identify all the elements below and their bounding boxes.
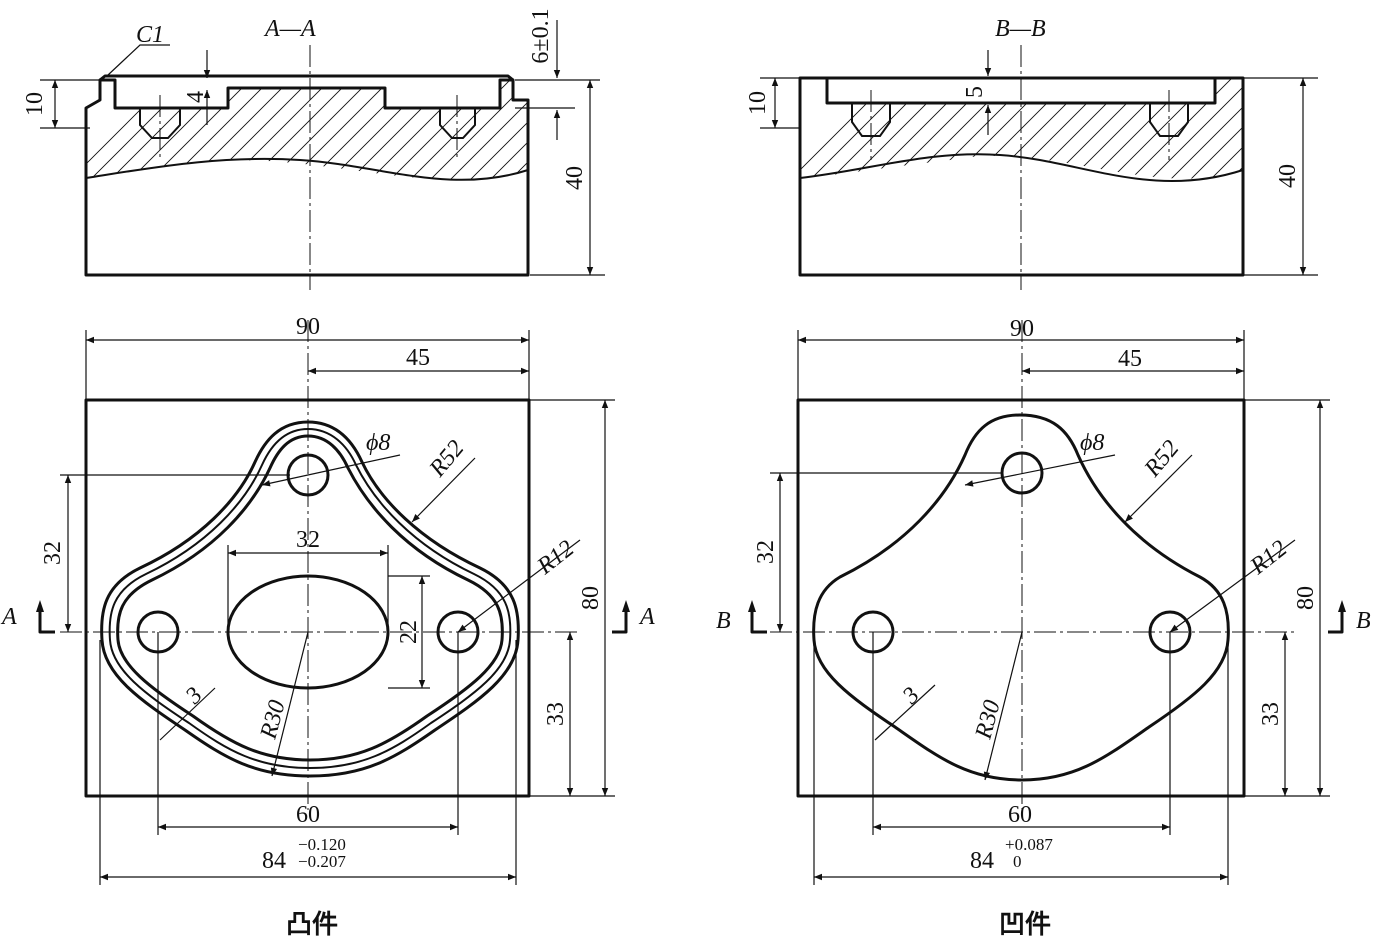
profile-inner-punch xyxy=(116,434,504,762)
mark-b-right: B xyxy=(1356,608,1371,634)
arrowhead xyxy=(622,600,630,612)
dim-phi8-punch: ϕ8 xyxy=(366,430,390,456)
top-flange-a xyxy=(99,74,514,82)
dim-90-die: 90 xyxy=(1010,316,1034,342)
dim-32-top-punch: 32 xyxy=(296,527,320,553)
dim-r12-die: R12 xyxy=(1245,535,1292,580)
tol-lower-die: 0 xyxy=(1013,852,1022,871)
arrowhead xyxy=(1338,600,1346,612)
dim-r30-punch: R30 xyxy=(255,697,290,742)
tol-upper-punch: −0.120 xyxy=(298,835,346,854)
section-a-a: A—A C1 10 4 6±0.1 40 xyxy=(22,8,605,290)
dim-line xyxy=(261,454,401,487)
caption-die: 凹件 xyxy=(999,910,1051,939)
break-line-b xyxy=(799,153,1244,182)
section-mark-left-die xyxy=(750,605,767,634)
pocket-b xyxy=(825,78,1217,105)
dim-line xyxy=(1169,539,1296,633)
dim-90-punch: 90 xyxy=(296,314,320,340)
dim-line xyxy=(159,687,216,741)
dim-84-die: 84 xyxy=(970,848,994,874)
caption-punch: 凸件 xyxy=(286,910,338,939)
dim-32-v-die: 32 xyxy=(753,540,779,564)
dim-45-punch: 45 xyxy=(406,345,430,371)
dim-line xyxy=(983,631,1023,781)
mark-b-left: B xyxy=(716,608,731,634)
outline-plan-die xyxy=(796,398,1246,798)
dim-line xyxy=(1124,454,1193,523)
dim-32-v-punch: 32 xyxy=(40,541,66,565)
label-c1: C1 xyxy=(136,22,164,48)
arrowhead xyxy=(36,600,44,612)
dim-33-punch: 33 xyxy=(543,702,569,726)
dim-33-die: 33 xyxy=(1258,702,1284,726)
tol-upper-die: +0.087 xyxy=(1005,835,1053,854)
dim-4-a: 4 xyxy=(183,91,209,103)
mark-a-right: A xyxy=(638,604,655,630)
dim-60-die: 60 xyxy=(1008,802,1032,828)
dim-10-b: 10 xyxy=(745,91,771,115)
dim-r52-die: R52 xyxy=(1139,436,1184,483)
c1-leader xyxy=(107,44,170,76)
arrowhead xyxy=(748,600,756,612)
dim-r30-die: R30 xyxy=(970,697,1005,742)
dim-84-punch: 84 xyxy=(262,848,286,874)
dim-40-b: 40 xyxy=(1275,164,1301,188)
dim-line xyxy=(964,454,1116,487)
profile-outer-punch xyxy=(100,420,520,778)
dim-6-a: 6±0.1 xyxy=(528,8,554,63)
section-title-b: B—B xyxy=(995,16,1046,42)
section-mark-left-punch xyxy=(38,605,55,634)
dim-line xyxy=(874,684,936,741)
dim-line xyxy=(457,539,581,633)
outline-a xyxy=(84,78,530,277)
dim-80-die: 80 xyxy=(1293,586,1319,610)
dim-10-a: 10 xyxy=(22,92,48,116)
plan-die: 90 45 ϕ8 R52 32 R12 80 33 3 R30 60 xyxy=(716,316,1371,939)
dim-3-die: 3 xyxy=(897,682,925,710)
section-title-a: A—A xyxy=(263,16,316,42)
dim-line xyxy=(411,457,476,523)
dim-60-punch: 60 xyxy=(296,802,320,828)
section-mark-right-die xyxy=(1328,605,1344,634)
dim-40-a: 40 xyxy=(562,166,588,190)
hatch-b xyxy=(800,78,1243,179)
dim-3-punch: 3 xyxy=(180,682,208,710)
dim-80-punch: 80 xyxy=(578,586,604,610)
dim-r52-punch: R52 xyxy=(424,436,469,483)
dim-line xyxy=(270,631,309,777)
dim-22-punch: 22 xyxy=(396,620,422,644)
tol-lower-punch: −0.207 xyxy=(298,852,346,871)
mark-a-left: A xyxy=(0,604,17,630)
dim-r12-punch: R12 xyxy=(532,535,579,580)
section-mark-right-punch xyxy=(612,605,628,634)
dim-45-die: 45 xyxy=(1118,346,1142,372)
profile-die xyxy=(812,413,1230,782)
profile-mid-punch xyxy=(108,427,512,770)
section-b-b: B—B 10 5 40 xyxy=(745,16,1318,290)
plan-punch: 90 45 ϕ8 R52 32 32 R12 22 80 33 xyxy=(0,314,655,939)
dim-5-b: 5 xyxy=(962,86,988,98)
hatch-a xyxy=(86,80,528,180)
dim-phi8-die: ϕ8 xyxy=(1080,430,1104,456)
break-line-a xyxy=(85,157,529,181)
